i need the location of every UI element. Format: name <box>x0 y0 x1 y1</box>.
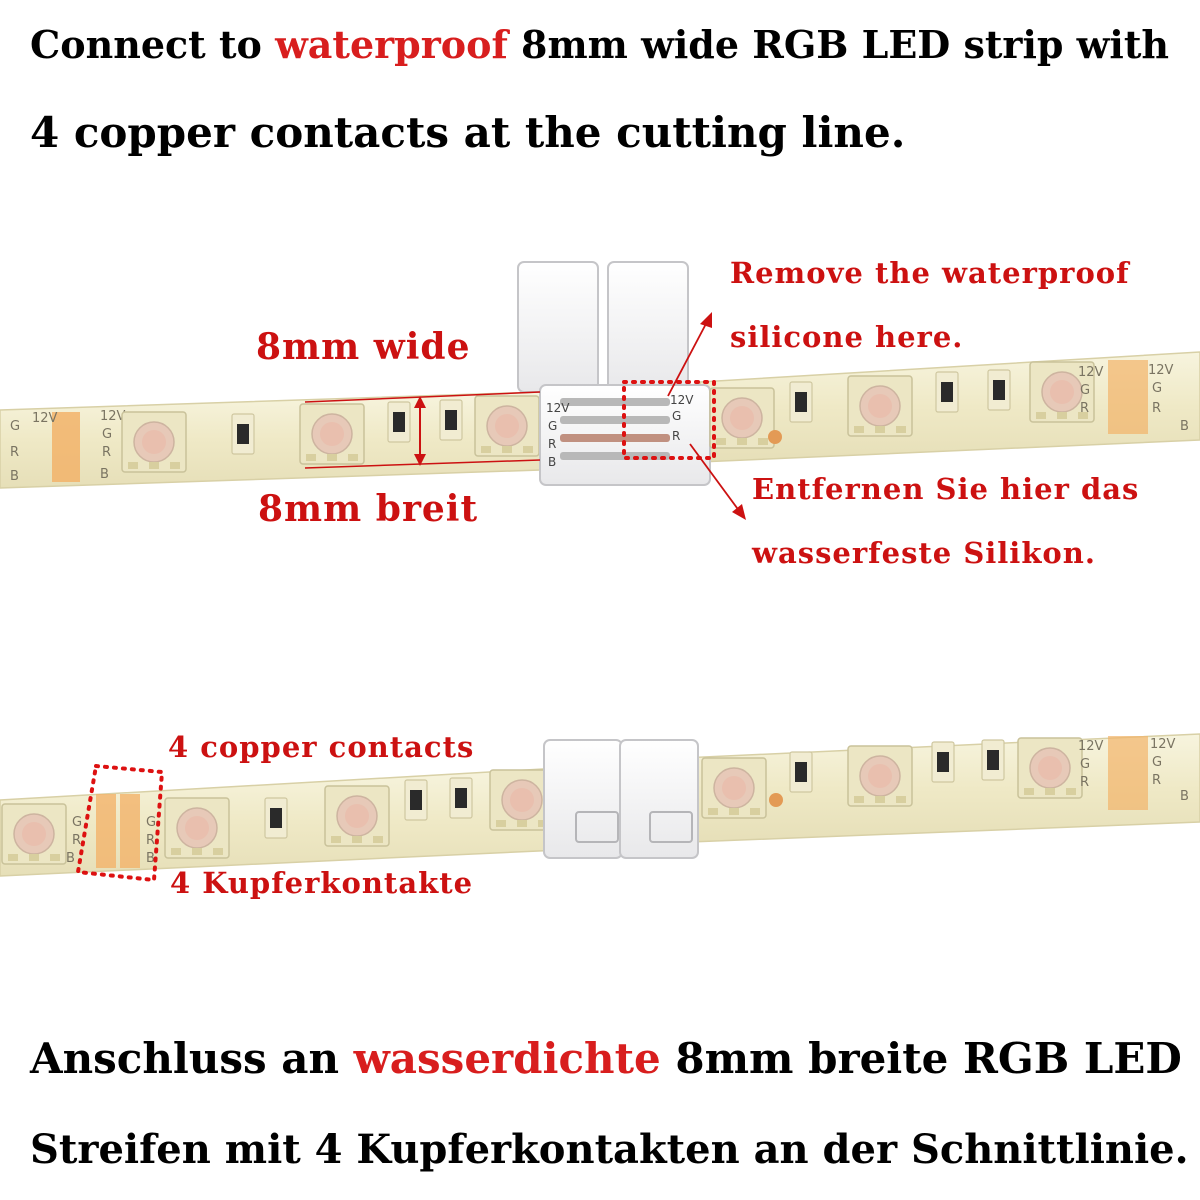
svg-text:R: R <box>10 445 19 460</box>
svg-text:R: R <box>1152 773 1161 788</box>
heading-de-highlight: wasserdichte <box>353 1034 661 1083</box>
strip-markings-left: G R B 12V 12V G R B <box>10 409 126 484</box>
contacts-label-en: 4 copper contacts <box>168 730 475 764</box>
width-label-de: 8mm breit <box>258 488 479 530</box>
svg-text:B: B <box>10 469 19 484</box>
width-label-en: 8mm wide <box>256 326 471 368</box>
remove-note-en-line2: silicone here. <box>730 320 964 354</box>
heading-de-post: 8mm breite RGB LED <box>660 1034 1182 1083</box>
svg-text:12V: 12V <box>546 401 570 415</box>
remove-note-de-line2: wasserfeste Silikon. <box>752 536 1096 570</box>
svg-text:G: G <box>548 419 557 433</box>
width-measurement <box>304 391 541 469</box>
connector-closed <box>543 739 699 859</box>
heading-en-pre: Connect to <box>30 22 276 67</box>
strip-markings-right: 12V G R 12V G R B <box>1078 363 1189 434</box>
copper-contacts-highlight <box>75 763 165 883</box>
svg-text:12V: 12V <box>670 393 694 407</box>
svg-text:R: R <box>72 833 81 848</box>
heading-de-line2: Streifen mit 4 Kupferkontakten an der Sc… <box>30 1126 1189 1173</box>
svg-text:G: G <box>1152 755 1162 770</box>
svg-text:G: G <box>1080 757 1090 772</box>
svg-text:B: B <box>66 851 75 866</box>
svg-text:R: R <box>102 445 111 460</box>
svg-text:12V: 12V <box>100 409 126 424</box>
svg-text:G: G <box>146 815 156 830</box>
svg-text:G: G <box>1080 383 1090 398</box>
svg-text:B: B <box>1180 419 1189 434</box>
svg-text:B: B <box>1180 789 1189 804</box>
heading-de-line1: Anschluss an wasserdichte 8mm breite RGB… <box>30 1034 1182 1083</box>
svg-text:R: R <box>1080 775 1089 790</box>
svg-text:R: R <box>548 437 556 451</box>
svg-text:R: R <box>146 833 155 848</box>
svg-text:12V: 12V <box>32 411 58 426</box>
svg-text:12V: 12V <box>1078 365 1104 380</box>
callout-arrows <box>667 312 746 520</box>
svg-text:R: R <box>672 429 680 443</box>
contacts-label-de: 4 Kupferkontakte <box>170 866 474 900</box>
svg-text:12V: 12V <box>1148 363 1174 378</box>
svg-text:R: R <box>1152 401 1161 416</box>
svg-text:G: G <box>10 419 20 434</box>
svg-text:G: G <box>1152 381 1162 396</box>
svg-text:R: R <box>1080 401 1089 416</box>
svg-text:G: G <box>672 409 681 423</box>
heading-en-post: 8mm wide RGB LED strip with <box>507 22 1170 67</box>
svg-text:B: B <box>100 467 109 482</box>
svg-text:12V: 12V <box>1078 739 1104 754</box>
contacts-highlight-box <box>622 380 716 460</box>
remove-note-en-line1: Remove the waterproof <box>730 256 1130 290</box>
heading-en-line2: 4 copper contacts at the cutting line. <box>30 108 906 157</box>
bottom-strip: G R B G R B 12V G R 1 <box>0 733 1200 883</box>
heading-en-line1: Connect to waterproof 8mm wide RGB LED s… <box>30 22 1169 67</box>
svg-text:G: G <box>102 427 112 442</box>
connector-open: 12V G R B 12V G R <box>517 261 711 486</box>
top-strip: G R B 12V 12V G R B 12V G <box>0 261 1200 520</box>
heading-de-pre: Anschluss an <box>30 1034 354 1083</box>
remove-note-de-line1: Entfernen Sie hier das <box>752 472 1140 506</box>
svg-text:B: B <box>146 851 155 866</box>
svg-text:G: G <box>72 815 82 830</box>
heading-en-highlight: waterproof <box>275 22 508 67</box>
svg-text:B: B <box>548 455 556 469</box>
svg-text:12V: 12V <box>1150 737 1176 752</box>
